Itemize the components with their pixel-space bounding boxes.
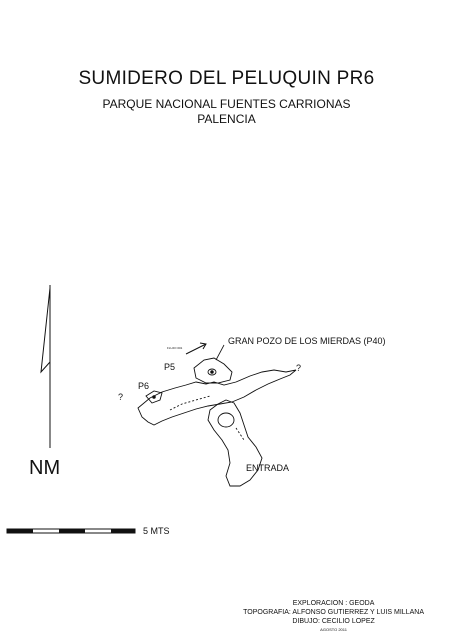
gallery-detail	[169, 395, 211, 411]
north-label: NM	[29, 457, 61, 479]
gran-pozo-leader	[215, 344, 225, 361]
north-arrow	[40, 285, 51, 448]
entrada-label: ENTRADA	[246, 463, 290, 473]
credit-exploracion: EXPLORACION : GEODA	[292, 600, 375, 607]
gran-pozo-label: GRAN POZO DE LOS MIERDAS (P40)	[228, 336, 386, 346]
p6-pit-outline	[145, 390, 163, 404]
unknown-right-label: ?	[296, 363, 302, 373]
p5-chamber-outline	[193, 357, 233, 384]
map-title: SUMIDERO DEL PELUQUIN PR6	[78, 68, 375, 89]
p6-point	[152, 395, 156, 399]
credit-topografia: TOPOGRAFIA: ALFONSO GUTIERREZ Y LUIS MIL…	[243, 609, 424, 616]
unknown-left-label: ?	[118, 392, 124, 402]
credits-block: EXPLORACION : GEODA TOPOGRAFIA: ALFONSO …	[243, 599, 424, 634]
map-region: PALENCIA	[197, 112, 256, 126]
entrance-passage-outline	[207, 399, 263, 487]
p5-shaft	[207, 368, 217, 376]
p5-label: P5	[164, 362, 176, 372]
p6-label: P6	[138, 381, 150, 391]
passage-detail	[235, 427, 245, 441]
scale-label: 5 MTS	[143, 526, 170, 536]
map-subtitle: PARQUE NACIONAL FUENTES CARRIONAS	[102, 97, 351, 111]
north-arrow-head	[40, 287, 51, 374]
p5-point	[210, 370, 214, 374]
rock-pillar	[217, 412, 235, 428]
credit-dibujo: DIBUJO: CECILIO LOPEZ	[292, 618, 375, 625]
scale-bar	[6, 528, 136, 534]
upper-gallery-outline	[137, 369, 297, 426]
cave-plan	[137, 357, 297, 487]
flow-note: FLUJO 001	[167, 346, 183, 350]
credit-date: AGOSTO 2011	[320, 627, 347, 632]
flow-arrow	[185, 342, 207, 355]
